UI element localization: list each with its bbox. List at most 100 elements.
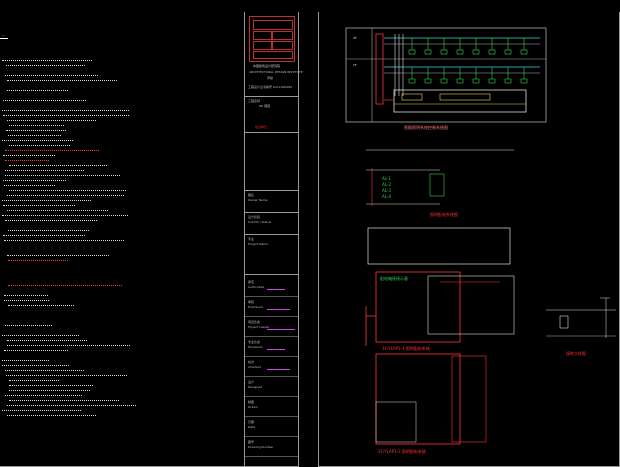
note-line (2, 360, 49, 364)
stage-value: Submit / Status (248, 220, 272, 224)
device-symbol (504, 49, 512, 55)
note-line (7, 415, 96, 419)
note-line (7, 255, 109, 259)
note-line (3, 205, 75, 209)
note-line (9, 385, 93, 389)
note-line (5, 170, 84, 174)
note-line (5, 150, 99, 154)
signature-mark (267, 342, 285, 350)
note-line (9, 145, 70, 149)
note-line (7, 210, 108, 214)
cert-line: 工程设计证书编号 A111000000 (248, 85, 293, 89)
note-line (8, 305, 74, 309)
note-line (5, 325, 52, 329)
note-line (6, 375, 127, 379)
device-symbol (520, 78, 528, 84)
note-line (7, 195, 124, 199)
company-line-1: 中国建筑设计研究院 (253, 64, 281, 68)
note-line (6, 65, 85, 69)
note-line (7, 345, 130, 349)
note-line (8, 135, 61, 139)
note-line (7, 405, 136, 409)
approval-row-en: Authorized (248, 285, 265, 289)
note-line (3, 100, 86, 104)
signature-mark (267, 282, 285, 290)
section-title: 照明配电系统图 (430, 212, 458, 217)
note-line (9, 400, 119, 404)
note-line (9, 125, 64, 129)
note-line (2, 215, 128, 219)
note-line (7, 340, 87, 344)
approval-row-code: 日期 (248, 420, 255, 424)
drawing-value: Owner Name (248, 198, 268, 202)
note-line (8, 260, 68, 264)
floor-label-2f: 2F (353, 36, 357, 40)
approval-row-en: Designed (248, 385, 263, 389)
note-line (8, 230, 89, 234)
device-symbol (424, 78, 432, 84)
note-line (2, 140, 73, 144)
note-line (2, 60, 92, 64)
note-line (9, 390, 90, 394)
device-symbol (408, 49, 416, 55)
note-line (4, 350, 68, 354)
project-value: XX 项目 (259, 104, 271, 108)
note-line (3, 180, 66, 184)
wiring-label: 配电箱接线示意 (380, 276, 408, 281)
approval-row-code: 校对 (248, 360, 255, 364)
device-symbol (472, 78, 480, 84)
note-line (3, 115, 129, 119)
device-symbol (488, 49, 496, 55)
device-symbol (520, 49, 528, 55)
note-line (9, 165, 107, 169)
note-line (2, 110, 129, 114)
panel-2-caption: 2F/YLAP1-2 照明配电系统 (378, 449, 426, 454)
stage-label: 设计阶段 (248, 215, 261, 219)
note-line (3, 155, 55, 159)
note-line (4, 240, 124, 244)
legend-row: AL-4 (382, 194, 391, 199)
approval-row-code: 审定 (248, 280, 255, 284)
note-line (9, 190, 126, 194)
note-line (4, 300, 49, 304)
approval-row-code: 审核 (248, 300, 255, 304)
company-logo-box (249, 16, 295, 62)
approval-row-en: Drawing Number (248, 445, 274, 449)
device-symbol (424, 49, 432, 55)
legend-row: AL-3 (382, 188, 391, 193)
note-line (5, 220, 97, 224)
discipline-value: Project Name (248, 242, 269, 246)
device-symbol (440, 78, 448, 84)
note-line (5, 370, 84, 374)
approval-row-code: 设计 (248, 380, 255, 384)
note-line (3, 235, 85, 239)
device-symbol (456, 49, 464, 55)
note-line (5, 160, 49, 164)
note-line (8, 285, 122, 289)
note-line (7, 120, 96, 124)
signature-mark (267, 302, 290, 310)
discipline-label: 专业 (248, 237, 255, 241)
approval-row-code: 图号 (248, 440, 255, 444)
approval-row-code: 制图 (248, 400, 255, 404)
approval-row-en: Drawn (248, 405, 258, 409)
note-line (5, 75, 98, 79)
note-line (7, 90, 68, 94)
signature-mark (267, 322, 295, 330)
note-line (4, 185, 55, 189)
device-symbol (408, 78, 416, 84)
title-block: 中国建筑设计研究院 ARCHITECTURAL DESIGN INSTITUTE… (244, 12, 303, 466)
riser-title: 智能照明系统控制系统图 (404, 125, 448, 130)
company-line-3: 甲级 (267, 76, 274, 80)
company-line-2: ARCHITECTURAL DESIGN INSTITUTE (249, 70, 303, 74)
note-line (2, 410, 81, 414)
device-symbol (472, 49, 480, 55)
approval-row-en: Project Leader (248, 325, 270, 329)
note-line (2, 200, 91, 204)
approval-row-code: 专业负责 (248, 340, 261, 344)
legend-row: AL-1 (382, 176, 391, 181)
device-symbol (488, 78, 496, 84)
panel-1-caption: 1F/YLAP1-1 照明配电系统 (382, 346, 430, 351)
note-line (4, 295, 48, 299)
